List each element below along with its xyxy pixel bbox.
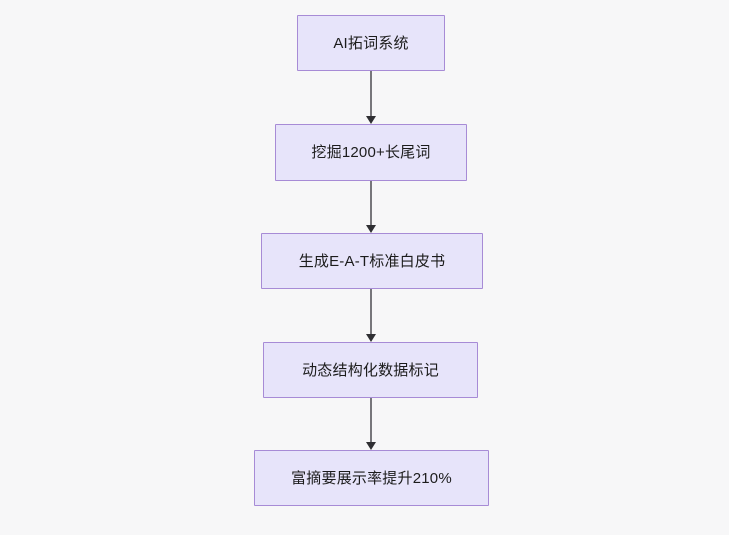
flow-node-2-label: 挖掘1200+长尾词 bbox=[311, 144, 431, 161]
flow-node-2[interactable]: 挖掘1200+长尾词 bbox=[275, 124, 467, 181]
flow-edge-2-3-arrowhead bbox=[366, 225, 376, 233]
flow-node-3[interactable]: 生成E-A-T标准白皮书 bbox=[261, 233, 483, 289]
flow-edge-1-2-arrowhead bbox=[366, 116, 376, 124]
flow-node-3-label: 生成E-A-T标准白皮书 bbox=[298, 252, 446, 270]
flow-edge-1-2-line bbox=[370, 71, 372, 116]
flow-edge-4-5-line bbox=[370, 398, 372, 442]
flow-node-5-label: 富摘要展示率提升210% bbox=[291, 469, 452, 487]
flow-node-1[interactable]: AI拓词系统 bbox=[297, 15, 445, 71]
flow-edge-4-5-arrowhead bbox=[366, 442, 376, 450]
flow-node-5[interactable]: 富摘要展示率提升210% bbox=[254, 450, 489, 506]
flow-node-4[interactable]: 动态结构化数据标记 bbox=[263, 342, 478, 398]
flow-edge-3-4-arrowhead bbox=[366, 334, 376, 342]
flow-node-1-label: AI拓词系统 bbox=[333, 34, 409, 52]
flow-node-4-label: 动态结构化数据标记 bbox=[302, 361, 439, 379]
flow-edge-2-3-line bbox=[370, 181, 372, 225]
flow-edge-3-4-line bbox=[370, 289, 372, 334]
